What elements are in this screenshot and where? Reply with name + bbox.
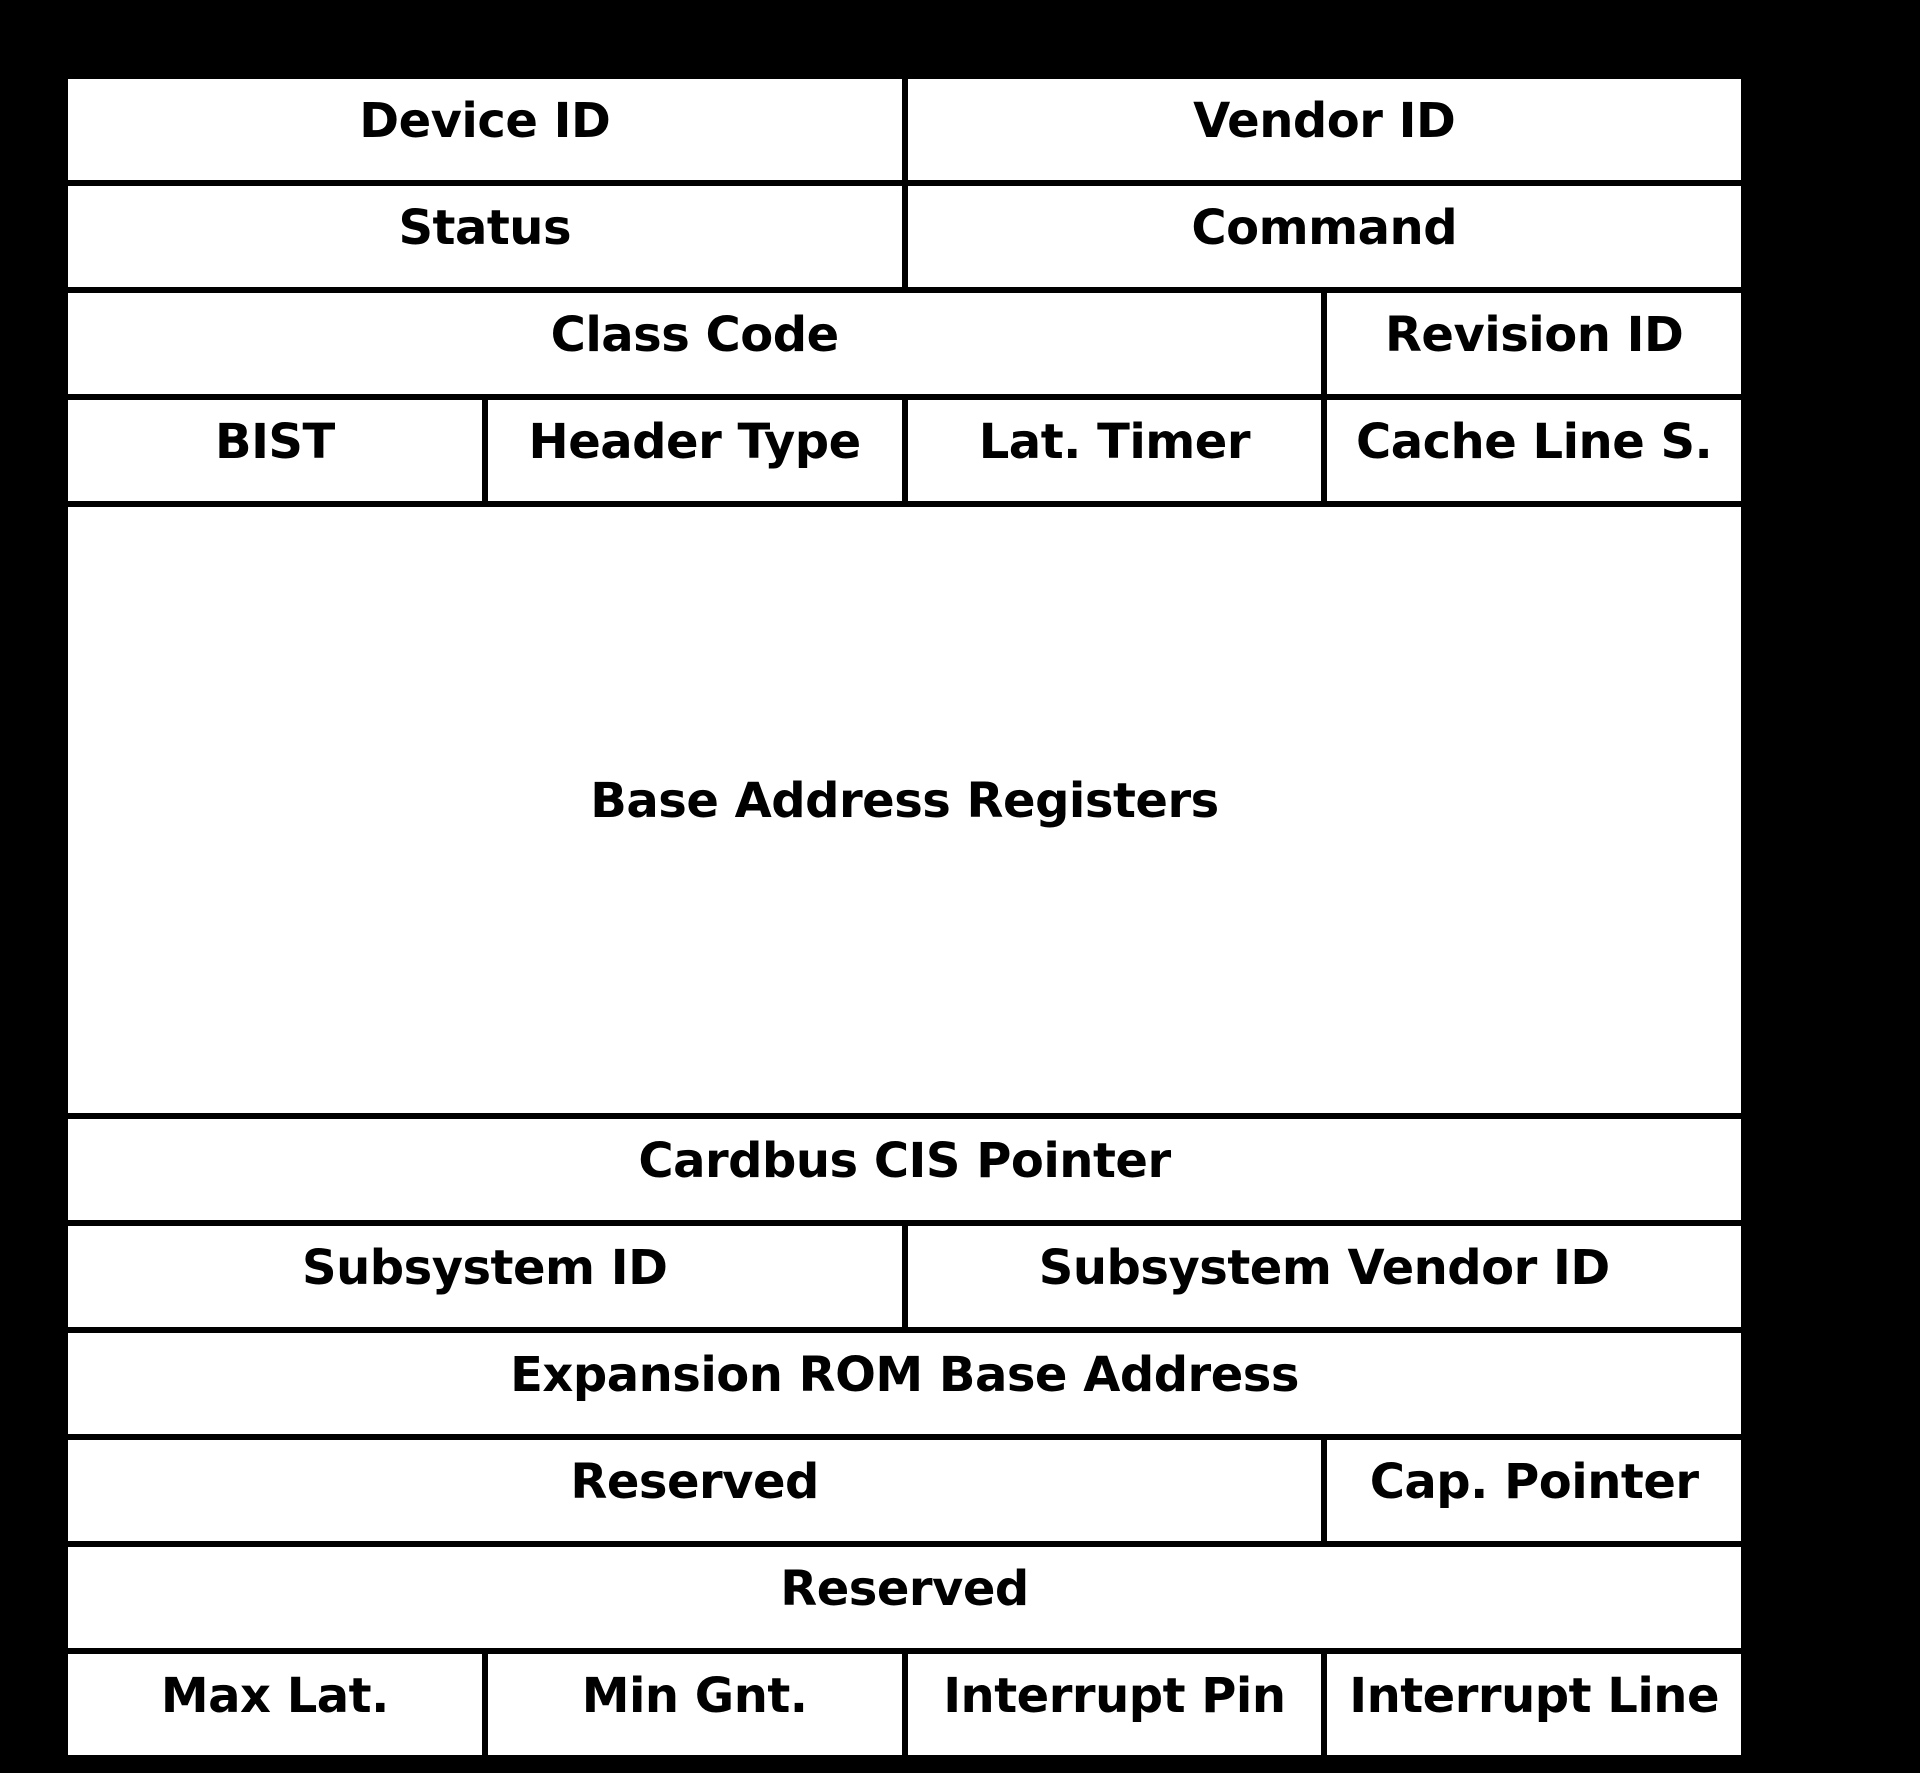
cell-subsystem-id-label: Subsystem ID bbox=[302, 1239, 668, 1296]
cell-max-latency-label: Max Lat. bbox=[160, 1667, 389, 1724]
cell-subsystem-vendor-id: Subsystem Vendor ID bbox=[907, 1226, 1741, 1327]
cell-interrupt-pin-label: Interrupt Pin bbox=[943, 1667, 1286, 1724]
cell-class-code: Class Code bbox=[68, 293, 1322, 394]
cell-cache-line-size: Cache Line S. bbox=[1327, 400, 1741, 501]
cell-capabilities-pointer: Cap. Pointer bbox=[1327, 1440, 1741, 1541]
cell-command-label: Command bbox=[1191, 199, 1458, 256]
cell-expansion-rom-base-address: Expansion ROM Base Address bbox=[68, 1333, 1741, 1434]
cell-min-grant-label: Min Gnt. bbox=[581, 1667, 808, 1724]
cell-device-id: Device ID bbox=[68, 79, 902, 180]
cell-status: Status bbox=[68, 186, 902, 287]
cell-capabilities-pointer-label: Cap. Pointer bbox=[1369, 1453, 1699, 1510]
cell-interrupt-line: Interrupt Line bbox=[1327, 1654, 1741, 1755]
cell-interrupt-pin: Interrupt Pin bbox=[907, 1654, 1322, 1755]
cell-vendor-id-label: Vendor ID bbox=[1193, 92, 1456, 149]
cell-class-code-label: Class Code bbox=[550, 306, 840, 363]
cell-revision-id: Revision ID bbox=[1327, 293, 1741, 394]
cell-reserved-lower-label: Reserved bbox=[780, 1560, 1029, 1617]
cell-min-grant: Min Gnt. bbox=[487, 1654, 902, 1755]
cell-cardbus-cis-pointer-label: Cardbus CIS Pointer bbox=[638, 1132, 1171, 1189]
cell-header-type-label: Header Type bbox=[528, 413, 862, 470]
cell-max-latency: Max Lat. bbox=[68, 1654, 482, 1755]
cell-status-label: Status bbox=[398, 199, 572, 256]
cell-base-address-registers: Base Address Registers bbox=[68, 507, 1741, 1113]
cell-subsystem-id: Subsystem ID bbox=[68, 1226, 902, 1327]
cell-reserved-upper-label: Reserved bbox=[570, 1453, 819, 1510]
cell-device-id-label: Device ID bbox=[359, 92, 611, 149]
cell-reserved-lower: Reserved bbox=[68, 1547, 1741, 1648]
cell-bist-label: BIST bbox=[214, 413, 335, 470]
cell-expansion-rom-base-address-label: Expansion ROM Base Address bbox=[510, 1346, 1299, 1403]
cell-header-type: Header Type bbox=[487, 400, 902, 501]
cell-bist: BIST bbox=[68, 400, 482, 501]
cell-subsystem-vendor-id-label: Subsystem Vendor ID bbox=[1038, 1239, 1610, 1296]
cell-latency-timer-label: Lat. Timer bbox=[978, 413, 1251, 470]
cell-revision-id-label: Revision ID bbox=[1384, 306, 1684, 363]
cell-latency-timer: Lat. Timer bbox=[907, 400, 1322, 501]
cell-reserved-upper: Reserved bbox=[68, 1440, 1322, 1541]
cell-cardbus-cis-pointer: Cardbus CIS Pointer bbox=[68, 1119, 1741, 1220]
cell-vendor-id: Vendor ID bbox=[907, 79, 1741, 180]
cell-command: Command bbox=[907, 186, 1741, 287]
cell-cache-line-size-label: Cache Line S. bbox=[1355, 413, 1713, 470]
pci-config-header-table: Device ID Vendor ID Status Command Class… bbox=[68, 79, 1741, 1755]
cell-base-address-registers-label: Base Address Registers bbox=[590, 773, 1219, 829]
cell-interrupt-line-label: Interrupt Line bbox=[1349, 1667, 1720, 1724]
